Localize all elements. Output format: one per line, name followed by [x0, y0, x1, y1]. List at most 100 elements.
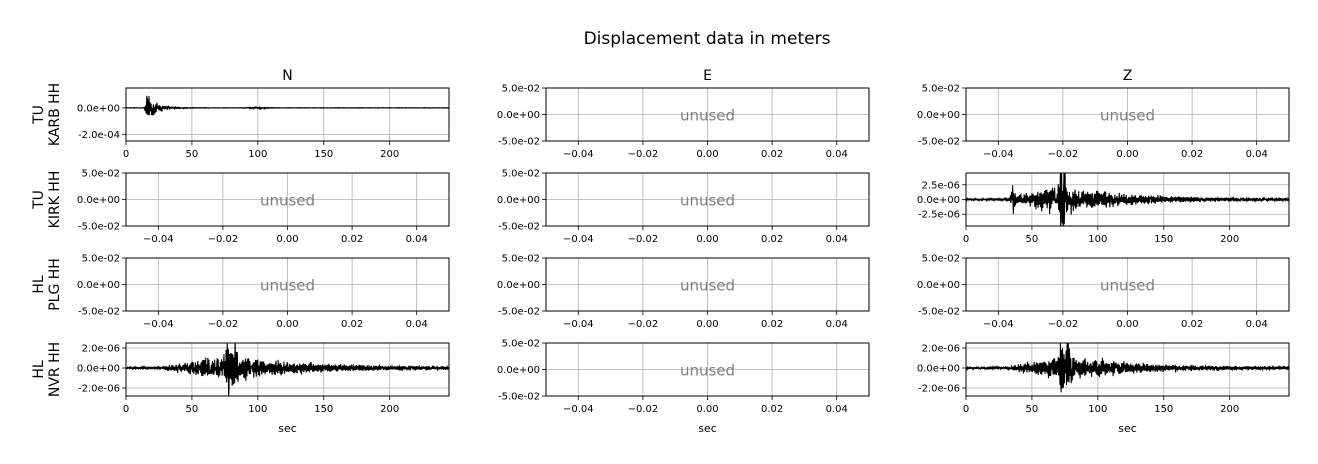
x-tick-label: 150	[314, 404, 333, 415]
row-label-station: KIRK HH	[47, 171, 63, 229]
waveform-trace	[966, 343, 1289, 393]
y-tick-label: -5.0e-02	[918, 307, 960, 318]
y-tick-label: 5.0e-02	[922, 84, 960, 95]
y-tick-label: 0.0e+00	[497, 365, 540, 376]
axes-frame	[965, 342, 1290, 397]
row-label-network: HL	[31, 275, 47, 294]
x-tick-label: −0.04	[563, 319, 594, 330]
x-tick-label: 200	[380, 149, 399, 160]
x-tick-label: −0.02	[628, 234, 659, 245]
y-tick-label: 5.0e-02	[82, 254, 120, 265]
x-tick-label: 0.00	[696, 149, 718, 160]
x-tick-label: 0.04	[826, 404, 848, 415]
y-tick-label: -5.0e-02	[918, 137, 960, 148]
x-axis-label: sec	[278, 422, 297, 435]
axes-frame	[125, 87, 450, 142]
x-tick-label: 0.02	[1181, 149, 1203, 160]
x-tick-label: 0.04	[406, 319, 428, 330]
x-tick-label: 150	[1154, 234, 1173, 245]
x-tick-label: 150	[314, 149, 333, 160]
x-tick-label: 0.04	[1246, 149, 1268, 160]
waveform-trace	[126, 343, 449, 396]
x-tick-label: −0.04	[983, 319, 1014, 330]
y-tick-label: -2.5e-06	[918, 210, 960, 221]
row-label-network: TU	[31, 105, 47, 125]
y-tick-label: 0.0e+00	[497, 280, 540, 291]
x-tick-label: 0	[123, 149, 129, 160]
y-tick-label: 0.0e+00	[917, 280, 960, 291]
y-tick-label: 0.0e+00	[917, 364, 960, 375]
x-tick-label: 0.00	[696, 234, 718, 245]
x-tick-label: 0.00	[696, 319, 718, 330]
row-label-station: KARB HH	[47, 83, 63, 146]
x-tick-label: 150	[1154, 404, 1173, 415]
y-tick-label: -2.0e-06	[918, 384, 960, 395]
y-tick-label: 5.0e-02	[502, 169, 540, 180]
x-tick-label: −0.02	[628, 149, 659, 160]
unused-label: unused	[680, 362, 735, 380]
x-tick-label: 0.02	[761, 234, 783, 245]
x-tick-label: 0.00	[276, 319, 298, 330]
y-tick-label: -5.0e-02	[78, 222, 120, 233]
y-tick-label: -5.0e-02	[78, 307, 120, 318]
y-tick-label: 5.0e-02	[502, 84, 540, 95]
x-tick-label: −0.02	[628, 404, 659, 415]
y-tick-label: -5.0e-02	[498, 392, 540, 403]
figure-title: Displacement data in meters	[584, 29, 831, 49]
x-tick-label: 0	[963, 404, 969, 415]
y-tick-label: -5.0e-02	[498, 307, 540, 318]
axes-frame	[125, 342, 450, 397]
y-tick-label: -5.0e-02	[498, 137, 540, 148]
y-tick-label: 0.0e+00	[77, 103, 120, 114]
y-tick-label: 5.0e-02	[502, 339, 540, 350]
x-tick-label: 0.02	[1181, 319, 1203, 330]
x-tick-label: 0.00	[276, 234, 298, 245]
y-tick-label: 0.0e+00	[77, 364, 120, 375]
x-tick-label: 0.04	[826, 234, 848, 245]
row-label-station: PLG HH	[47, 258, 63, 311]
x-tick-label: −0.04	[563, 404, 594, 415]
x-tick-label: −0.04	[143, 319, 174, 330]
x-tick-label: 50	[186, 149, 199, 160]
x-tick-label: 0.02	[341, 234, 363, 245]
row-label-network: TU	[31, 190, 47, 210]
y-tick-label: 2.0e-06	[922, 344, 960, 355]
x-tick-label: 50	[1026, 234, 1039, 245]
x-tick-label: 200	[380, 404, 399, 415]
x-tick-label: 200	[1220, 234, 1239, 245]
x-tick-label: −0.04	[563, 149, 594, 160]
x-tick-label: 0.04	[1246, 319, 1268, 330]
unused-label: unused	[1100, 107, 1155, 125]
x-tick-label: 0	[123, 404, 129, 415]
y-tick-label: 2.5e-06	[922, 180, 960, 191]
column-title-z: Z	[1123, 68, 1133, 84]
y-tick-label: 0.0e+00	[497, 110, 540, 121]
column-title-e: E	[703, 68, 712, 84]
x-tick-label: 200	[1220, 404, 1239, 415]
x-tick-label: −0.04	[983, 149, 1014, 160]
x-tick-label: 0.02	[761, 149, 783, 160]
unused-label: unused	[1100, 277, 1155, 295]
unused-label: unused	[680, 192, 735, 210]
y-tick-label: -2.0e-06	[78, 384, 120, 395]
x-tick-label: 0.00	[1116, 149, 1138, 160]
x-tick-label: −0.04	[143, 234, 174, 245]
column-title-n: N	[282, 68, 292, 84]
waveform-trace	[966, 173, 1289, 226]
x-tick-label: 50	[186, 404, 199, 415]
x-tick-label: 100	[248, 149, 267, 160]
x-tick-label: 0.02	[761, 319, 783, 330]
x-tick-label: 100	[248, 404, 267, 415]
x-tick-label: 0.00	[1116, 319, 1138, 330]
